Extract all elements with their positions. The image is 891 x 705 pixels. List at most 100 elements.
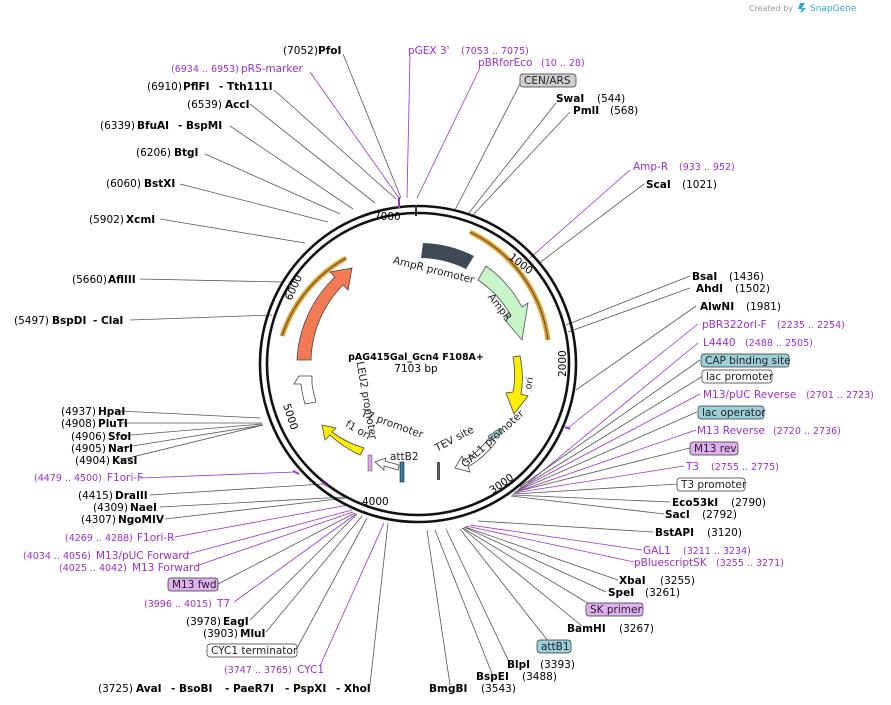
leader-pbrforeco (416, 67, 481, 199)
leader-pmli (471, 111, 571, 217)
tick-2000: 2000 (557, 350, 569, 377)
m13puc-rev-pos: (2701 .. 2723) (806, 390, 874, 401)
m13-forward-name: M13 Forward (132, 562, 200, 574)
backbone-inner-ring (265, 211, 571, 517)
leader-l4440 (527, 342, 699, 484)
svg-text:attB1: attB1 (541, 641, 570, 653)
hpai-name: HpaI (98, 406, 125, 418)
leader-f1ori-r (174, 504, 349, 538)
pbluescriptsk-name: pBluescriptSK (634, 557, 708, 569)
m13puc-fwd-name: M13/pUC Forward (96, 550, 189, 562)
bmgbi-pos: (3543) (481, 683, 516, 695)
bsai-pos: (1436) (729, 271, 764, 283)
svg-text:M13 rev: M13 rev (694, 443, 737, 455)
pgex3-name: pGEX 3' (408, 45, 450, 57)
eagi-name: EagI (223, 616, 249, 628)
naei-pos: (4309) (93, 502, 128, 514)
leader-m13forward (195, 511, 354, 567)
paer7i-name: - PaeR7I (225, 683, 274, 695)
ahdi-pos: (1502) (735, 283, 770, 295)
pflfi-name: PflFI (183, 81, 210, 93)
bfuai-name: BfuAI (137, 120, 169, 132)
draiii-mark (321, 481, 328, 487)
bstapi-pos: (3120) (707, 527, 742, 539)
leader-hpai (119, 410, 261, 419)
sfoi-pos: (4906) (71, 431, 106, 443)
afliii-name: AflIII (108, 274, 136, 286)
leader-saci (510, 495, 665, 515)
leader-lacprom (518, 375, 704, 490)
leader-btgi (204, 153, 341, 215)
leader-pfoi (342, 53, 402, 199)
leader-naei (159, 496, 346, 508)
cap-binding-tag: CAP binding site (700, 353, 791, 368)
f1ori-f-name: F1ori-F (107, 472, 143, 484)
l4440-name: L4440 (703, 337, 736, 349)
leu2-highlight-arc-inner (281, 257, 347, 337)
bsai-name: BsaI (692, 271, 717, 283)
leader-sfoi (119, 423, 263, 437)
gal1-name: GAL1 (643, 545, 671, 557)
backbone-outer-ring (258, 204, 578, 524)
saci-pos: (2792) (702, 509, 737, 521)
leader-t3 (513, 465, 685, 494)
attb1-tag: attB1 (536, 639, 572, 654)
leader-f1ori-f (139, 471, 297, 479)
svg-text:CYC1 terminator: CYC1 terminator (211, 645, 298, 657)
bstxi-pos: (6060) (106, 178, 141, 190)
gal1-site-block (437, 462, 440, 480)
tev-site-block (487, 427, 503, 441)
bamhi-name: BamHI (567, 623, 606, 635)
eco53ki-pos: (2790) (731, 497, 766, 509)
bspdi-pos: (5497) (14, 315, 49, 327)
attb2-label: attB2 (390, 451, 419, 463)
ampr-primer-name: Amp-R (633, 161, 668, 173)
kasi-pos: (4904) (75, 455, 110, 467)
leader-bmgbi (426, 529, 451, 686)
pbluescriptsk-pos: (3255 .. 3271) (716, 558, 784, 569)
pluti-name: PluTI (98, 418, 128, 430)
cyc1-terminator-tag: CYC1 terminator (206, 643, 298, 658)
cen-ars-tag: CEN/ARS (519, 73, 577, 88)
tick-3000: 3000 (487, 472, 516, 497)
leader-m13fwd (217, 512, 356, 585)
m13-forward-pos: (4025 .. 4042) (59, 563, 127, 574)
bspei-name: BspEI (476, 671, 509, 683)
leader-cyc1term (295, 517, 368, 651)
hpai-pos: (4937) (61, 406, 96, 418)
m13puc-fwd-pos: (4034 .. 4056) (23, 551, 91, 562)
leader-alwni (575, 305, 697, 391)
bstxi-name: BstXI (144, 178, 175, 190)
leader-eagi (249, 513, 358, 621)
ampr-promoter-block (421, 243, 474, 269)
xhoi-name: - XhoI (336, 683, 371, 695)
t7-name: T7 (216, 598, 230, 610)
leader-attb1 (459, 528, 553, 647)
m13-fwd-tag: M13 fwd (167, 577, 219, 592)
lac-operator-tag: lac operator (697, 405, 766, 420)
tick-7000: 7000 (374, 211, 401, 223)
t7-promoter-arrow (374, 457, 400, 471)
leader-acci (249, 103, 376, 204)
bsobi-name: - BsoBI (171, 683, 212, 695)
scai-pos: (1021) (682, 179, 717, 191)
bspdi-name: BspDI (52, 315, 86, 327)
lac-promoter-tag: lac promoter (701, 369, 774, 384)
blpi-pos: (3393) (540, 659, 575, 671)
pspxi-name: - PspXI (285, 683, 326, 695)
pmli-name: PmlI (573, 105, 599, 117)
btgi-name: BtgI (174, 147, 198, 159)
leader-pbluescriptsk (465, 525, 635, 563)
acci-pos: (6539) (187, 99, 222, 111)
sfoi-name: SfoI (108, 431, 131, 443)
bspmi-name: - BspMI (178, 120, 222, 132)
f1ori-f-pos: (4479 .. 4500) (34, 473, 102, 484)
cyc1-pos: (3747 .. 3765) (224, 665, 292, 676)
leader-skprimer (462, 527, 597, 609)
leader-m13puc-fwd (187, 509, 353, 555)
kasi-name: KasI (112, 455, 137, 467)
m13puc-rev-name: M13/pUC Reverse (703, 389, 796, 401)
xbai-pos: (3255) (660, 575, 695, 587)
gal1-promoter-arrow (454, 436, 497, 473)
